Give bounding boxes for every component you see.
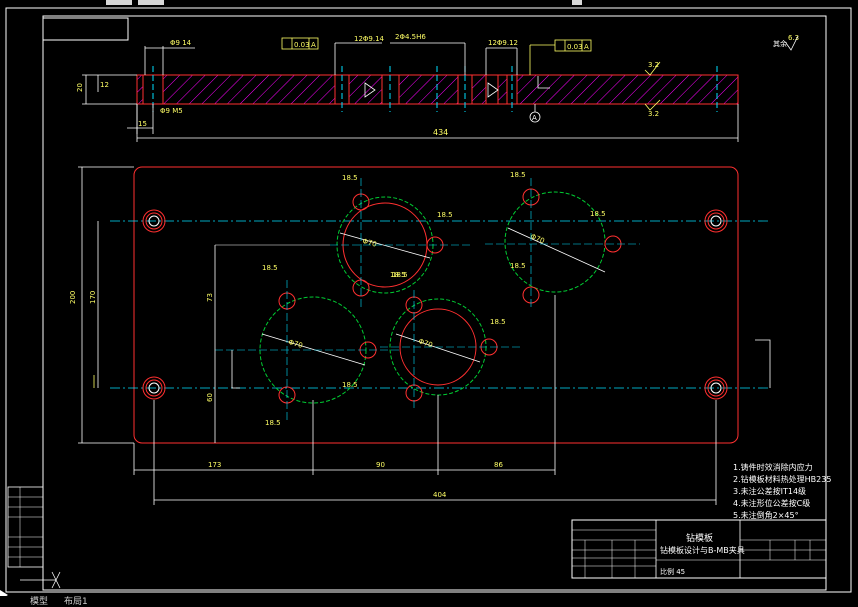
svg-text:18.5: 18.5 <box>265 419 281 427</box>
svg-text:18.5: 18.5 <box>590 210 606 218</box>
svg-text:18.5: 18.5 <box>437 211 453 219</box>
surface-mark-bottom: 3.2 <box>648 110 659 118</box>
title-block: 钻模板 钻模板设计与B-MB夹具 比例 45 <box>571 519 827 579</box>
bore-4-diameter: Φ70 <box>417 337 433 349</box>
note-5: 5.未注倒角2×45° <box>733 510 799 520</box>
drawing-number-box <box>42 17 129 41</box>
dim-height-total: 200 <box>69 291 77 304</box>
layout-tabs-bar: 模型 布局1 <box>0 596 858 607</box>
corner-hole-tr <box>704 209 728 233</box>
dim-h-1: 173 <box>208 461 221 469</box>
weight-scale: 比例 45 <box>660 567 685 576</box>
svg-text:18.5: 18.5 <box>392 271 408 279</box>
corner-hole-bl <box>142 376 166 400</box>
tolerance-frame-right: 0.03 A <box>529 39 592 75</box>
plate-outline <box>133 166 739 444</box>
bore-group-3: Φ70 18.5 18.5 18.5 <box>215 264 400 427</box>
dim-v-1: 73 <box>206 293 214 302</box>
note-3: 3.未注公差按IT14级 <box>733 486 806 496</box>
dim-h-overall: 404 <box>433 491 447 499</box>
dim-v-2: 60 <box>206 393 214 402</box>
revision-block <box>7 486 44 568</box>
tab-layout1[interactable]: 布局1 <box>64 597 88 607</box>
svg-text:18.5: 18.5 <box>342 381 358 389</box>
dim-top-center: 2Φ4.5H6 <box>395 33 426 41</box>
datum-label: A <box>532 114 537 122</box>
side-view: Φ9 14 12Φ9.14 2Φ4.5H6 12Φ9.12 0.03 A 0.0… <box>76 33 799 142</box>
part-name: 钻模板 <box>686 532 713 544</box>
surface-mark-top: 3.2 <box>648 61 659 69</box>
svg-text:18.5: 18.5 <box>490 318 506 326</box>
corner-hole-tl <box>142 209 166 233</box>
svg-text:0.03: 0.03 <box>294 41 310 49</box>
dim-overall-length: 434 <box>433 128 448 137</box>
svg-text:18.5: 18.5 <box>390 271 406 279</box>
svg-text:A: A <box>311 41 316 49</box>
svg-text:0.03: 0.03 <box>567 43 583 51</box>
note-2: 2.钻模板材料热处理HB235 <box>733 474 831 484</box>
svg-text:18.5: 18.5 <box>262 264 278 272</box>
dim-top-mid: 12Φ9.14 <box>354 35 385 43</box>
window-top-strip <box>0 0 858 6</box>
technical-notes: 1.铸件时效消除内应力 2.钻模板材料热处理HB235 3.未注公差按IT14级… <box>733 462 831 520</box>
dim-top-left: Φ9 14 <box>170 39 192 47</box>
bore-group-4: Φ70 18.5 18.5 <box>380 271 520 410</box>
svg-text:18.5: 18.5 <box>510 262 526 270</box>
bore-group-1: Φ70 18.5 18.5 18.5 <box>330 174 470 310</box>
mouse-cursor-icon <box>0 590 8 600</box>
roughness-value: 6.3 <box>788 34 799 42</box>
bore-1-diameter: Φ70 <box>361 237 377 248</box>
sheet-inner-border <box>42 15 827 591</box>
svg-text:18.5: 18.5 <box>342 174 358 182</box>
drawing-title: 钻模板设计与B-MB夹具 <box>660 545 745 555</box>
tab-model[interactable]: 模型 <box>30 597 49 607</box>
roughness-label: 其余 <box>773 39 787 48</box>
bore-3-diameter: Φ70 <box>287 338 303 350</box>
svg-text:18.5: 18.5 <box>510 171 526 179</box>
ucs-axis-icon <box>20 571 61 589</box>
dim-bottom-hole: Φ9 M5 <box>160 107 183 115</box>
dim-h-2: 90 <box>376 461 385 469</box>
dim-left-small: 12 <box>100 81 109 89</box>
dim-h-3: 86 <box>494 461 503 469</box>
tolerance-frame-left: 0.03 A <box>281 37 319 50</box>
svg-text:A: A <box>584 43 589 51</box>
corner-hole-br <box>704 376 728 400</box>
note-1: 1.铸件时效消除内应力 <box>733 462 813 472</box>
dim-left-bottom: 15 <box>138 120 147 128</box>
toolbar-tab[interactable] <box>106 0 132 5</box>
bore-2-diameter: Φ70 <box>529 232 545 245</box>
note-4: 4.未注形位公差按C级 <box>733 498 810 508</box>
toolbar-tab[interactable] <box>138 0 164 5</box>
sheet-outer-border <box>5 7 852 593</box>
dim-top-right: 12Φ9.12 <box>488 39 518 47</box>
toolbar-tab[interactable] <box>572 0 582 5</box>
plan-view: Φ70 18.5 18.5 18.5 Φ70 18.5 18.5 18.5 <box>69 166 771 505</box>
dim-height-inner: 170 <box>89 291 97 304</box>
bore-group-2: Φ70 18.5 18.5 18.5 <box>485 171 640 310</box>
dim-left-height: 20 <box>76 83 84 92</box>
